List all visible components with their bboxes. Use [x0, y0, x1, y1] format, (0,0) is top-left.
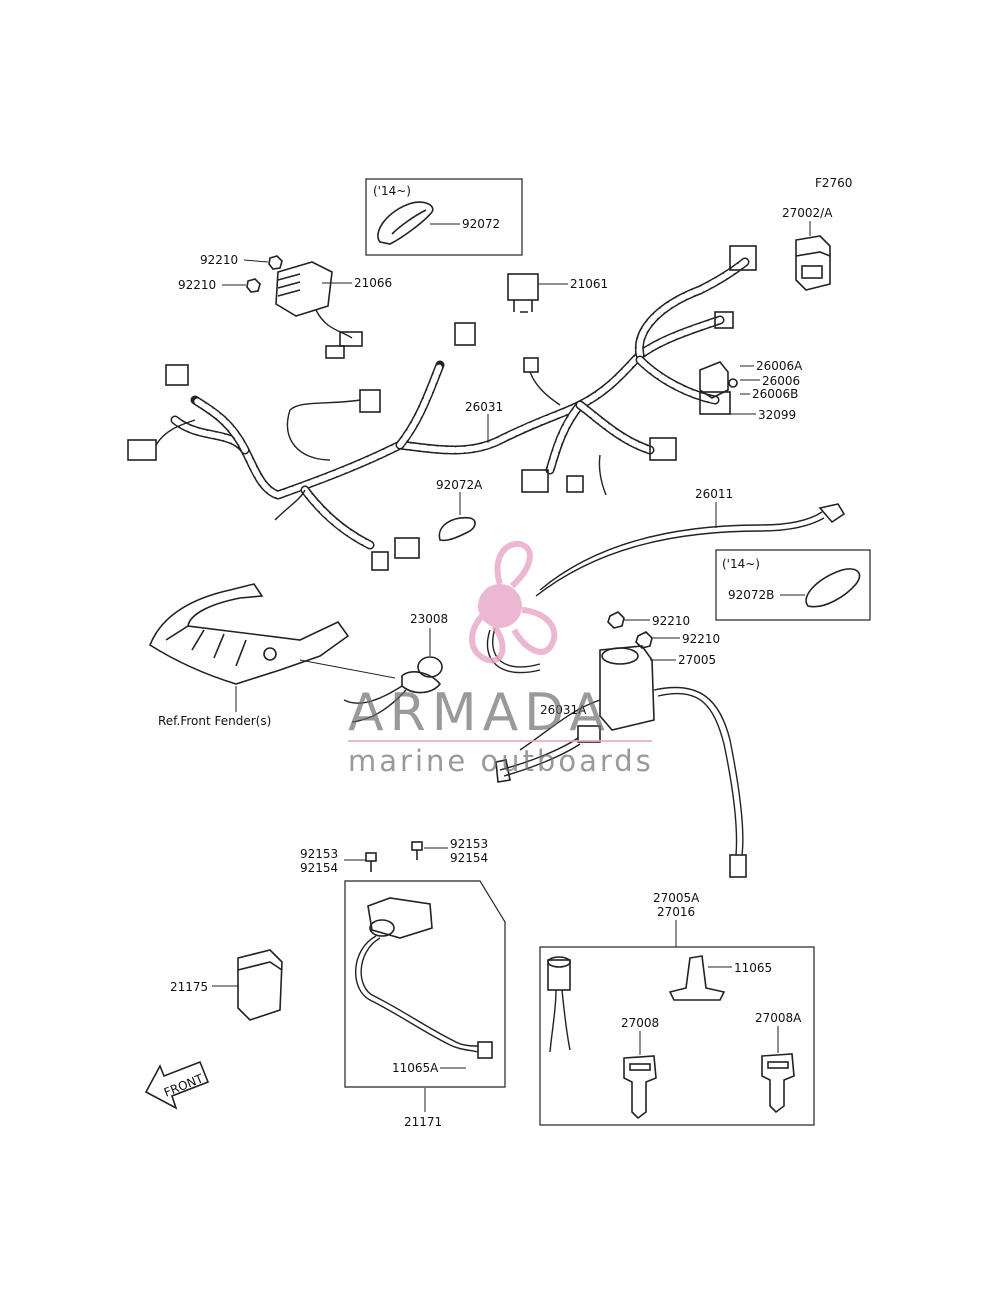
clamp-92072-part — [377, 201, 434, 245]
label-ref-front-fender: Ref.Front Fender(s) — [158, 714, 271, 728]
label-27008A: 27008A — [755, 1011, 802, 1025]
label-27002A: 27002/A — [782, 206, 833, 220]
box-keyset — [539, 946, 815, 1126]
box-92072B — [715, 549, 871, 621]
clamp-92072B-part — [805, 568, 861, 608]
watermark-tagline: marine outboards — [348, 744, 654, 778]
nut-92210-a — [268, 255, 283, 270]
label-26031A: 26031A — [540, 703, 587, 717]
bracket-26006-part — [699, 361, 738, 399]
socket-23008-part — [343, 656, 443, 723]
label-26011: 26011 — [695, 487, 733, 501]
key-27008A-part — [761, 1053, 795, 1114]
box-21171 — [344, 880, 506, 1088]
watermark-logo: ARMADA marine outboards — [348, 540, 654, 778]
nut-92210-c — [607, 611, 625, 629]
label-92153-b: 92153 — [450, 837, 488, 851]
label-26006B: 26006B — [752, 387, 798, 401]
label-26006: 26006 — [762, 374, 800, 388]
label-92210-c: 92210 — [652, 614, 690, 628]
label-27005: 27005 — [678, 653, 716, 667]
propeller-logo-icon — [469, 540, 558, 664]
ignition-coil-21171-part — [355, 897, 493, 1059]
label-92210-b: 92210 — [178, 278, 216, 292]
label-92154-b: 92154 — [450, 851, 488, 865]
main-harness-26031-part — [127, 245, 757, 571]
label-27005A: 27005A — [653, 891, 700, 905]
front-fender-ref-part — [149, 583, 350, 685]
label-92072A: 92072A — [436, 478, 483, 492]
label-27016: 27016 — [657, 905, 695, 919]
cdi-21175-part — [237, 949, 283, 1021]
label-92210-d: 92210 — [682, 632, 720, 646]
label-21175: 21175 — [170, 980, 208, 994]
label-27008: 27008 — [621, 1016, 659, 1030]
clamp-92072A-part — [438, 516, 476, 542]
label-23008: 23008 — [410, 612, 448, 626]
figure-code: F2760 — [815, 176, 852, 190]
label-11065: 11065 — [734, 961, 772, 975]
front-arrow-icon: FRONT — [144, 1060, 210, 1110]
label-21171: 21171 — [404, 1115, 442, 1129]
bolt-92153-b — [411, 841, 423, 860]
label-92072: 92072 — [462, 217, 500, 231]
label-92210-a: 92210 — [200, 253, 238, 267]
front-label: FRONT — [162, 1071, 206, 1100]
relay-21061-part — [507, 273, 539, 313]
cap-11065-part — [668, 955, 726, 1001]
relay-27002A-part — [795, 235, 831, 291]
label-14-a: ('14~) — [373, 184, 411, 198]
label-11065A: 11065A — [392, 1061, 439, 1075]
label-21066: 21066 — [354, 276, 392, 290]
label-92153-a: 92153 — [300, 847, 338, 861]
watermark-brand: ARMADA — [348, 683, 611, 743]
bolt-92153-a — [365, 852, 377, 872]
nut-92210-d — [635, 631, 653, 649]
label-21061: 21061 — [570, 277, 608, 291]
ignition-switch-27005-part — [519, 645, 747, 878]
key-27008-part — [623, 1055, 657, 1120]
box-92072 — [365, 178, 523, 256]
nut-92210-b — [246, 278, 261, 293]
label-26031: 26031 — [465, 400, 503, 414]
label-26006A: 26006A — [756, 359, 803, 373]
label-92154-a: 92154 — [300, 861, 338, 875]
label-14-b: ('14~) — [722, 557, 760, 571]
regulator-21066-part — [275, 261, 363, 359]
label-32099: 32099 — [758, 408, 796, 422]
cable-26011-part — [486, 503, 846, 674]
label-92072B: 92072B — [728, 588, 774, 602]
switch-lock-part — [547, 956, 571, 1053]
